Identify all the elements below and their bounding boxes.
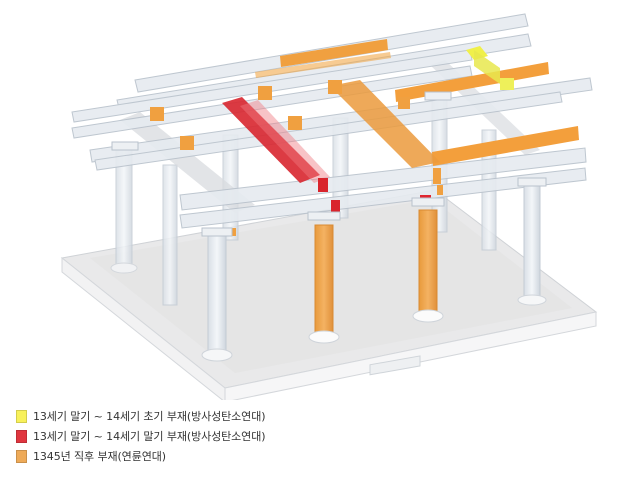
gray-beam-left xyxy=(120,112,255,213)
timber-frame-diagram xyxy=(60,13,598,400)
legend-item-orange: 1345년 직후 부재(연륜연대) xyxy=(16,446,265,466)
bracket-caps xyxy=(111,91,547,237)
yellow-member xyxy=(466,46,514,90)
red-swatch-icon xyxy=(16,429,27,443)
yellow-swatch-icon xyxy=(16,409,27,423)
legend-label: 13세기 말기 ~ 14세기 말기 부재(방사성탄소연대) xyxy=(33,430,266,443)
legend-item-yellow: 13세기 말기 ~ 14세기 초기 부재(방사성탄소연대) xyxy=(16,406,266,426)
front-posts xyxy=(201,184,547,362)
legend-label: 1345년 직후 부재(연륜연대) xyxy=(33,450,166,463)
legend-item-red: 13세기 말기 ~ 14세기 말기 부재(방사성탄소연대) xyxy=(16,426,266,446)
legend-label: 13세기 말기 ~ 14세기 초기 부재(방사성탄소연대) xyxy=(33,410,266,423)
legend: 13세기 말기 ~ 14세기 초기 부재(방사성탄소연대) 13세기 말기 ~ … xyxy=(16,406,266,466)
orange-swatch-icon xyxy=(16,449,27,463)
